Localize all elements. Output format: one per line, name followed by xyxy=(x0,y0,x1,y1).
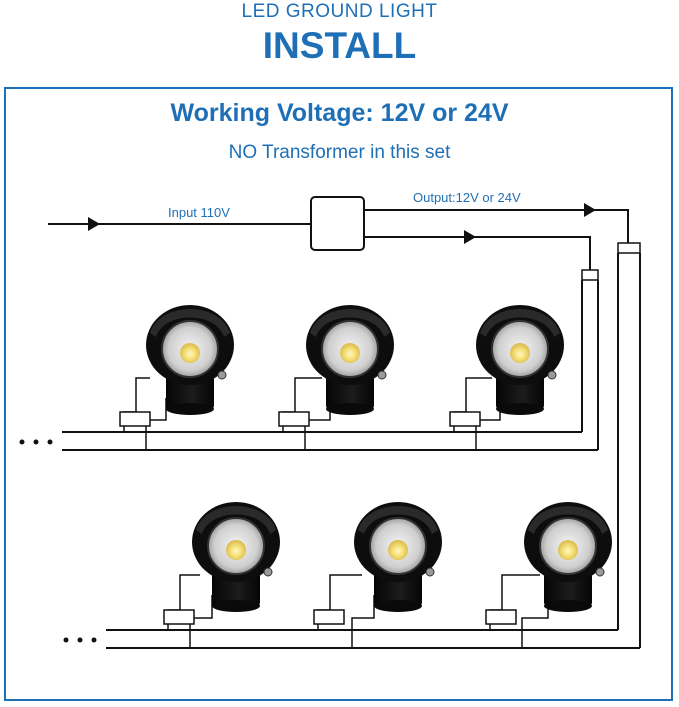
lamp-bottom-2 xyxy=(313,501,443,648)
lamp-top-1 xyxy=(119,304,235,450)
arrow-icon xyxy=(464,230,476,244)
junction-right xyxy=(617,242,641,254)
lamp-bottom-1 xyxy=(163,501,281,648)
transformer-box xyxy=(310,196,365,251)
arrow-icon xyxy=(584,203,596,217)
header-subtitle: LED GROUND LIGHT xyxy=(241,1,438,22)
lamp-top-3 xyxy=(449,304,565,450)
output-label: Output:12V or 24V xyxy=(413,190,521,205)
output-wire-inner xyxy=(364,236,591,270)
diagram-frame xyxy=(4,87,673,701)
lamp-top-2 xyxy=(278,304,395,450)
input-label: Input 110V xyxy=(168,205,230,220)
continuation-dots-top xyxy=(19,439,53,445)
output-wire-outer xyxy=(364,209,629,243)
working-voltage-text: Working Voltage: 12V or 24V xyxy=(170,99,509,127)
header-title: INSTALL xyxy=(262,25,417,66)
continuation-dots-bottom xyxy=(63,637,97,643)
junction-top xyxy=(581,269,599,281)
lamp-bottom-3 xyxy=(485,501,613,648)
transformer-note: NO Transformer in this set xyxy=(228,142,451,163)
arrow-icon xyxy=(88,217,100,231)
